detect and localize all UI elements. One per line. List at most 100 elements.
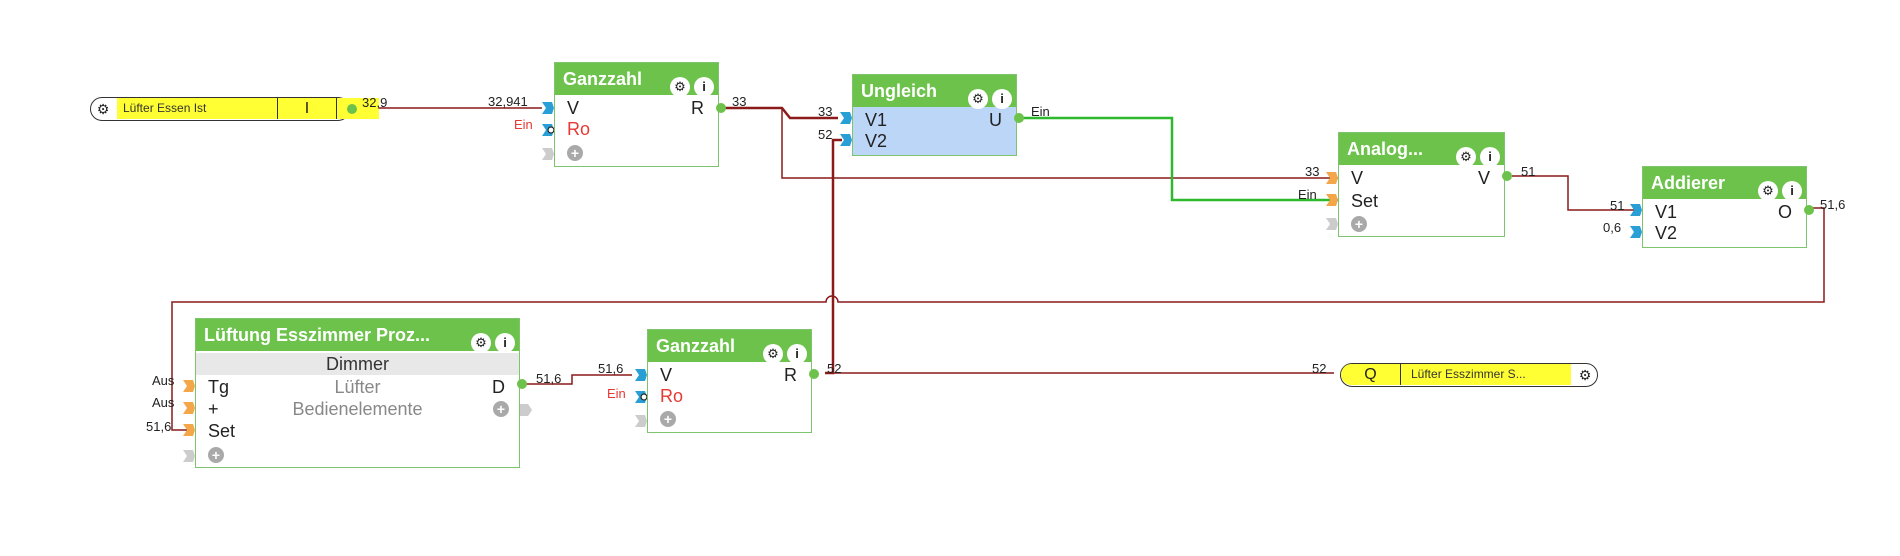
wire-addierer-to-lueftung-set: [171, 207, 1825, 431]
lueftung-output-pin-add[interactable]: [520, 404, 532, 416]
ganzzahl1-pin-v[interactable]: [542, 102, 554, 114]
wire-label-u-in-v2: 52: [818, 127, 833, 142]
wire-analog-to-addierer: [1512, 175, 1636, 211]
block-header[interactable]: Ganzzahl ⚙i: [648, 330, 811, 364]
input-ro: Ro: [660, 386, 684, 406]
wire-label-l-in-tg: Aus: [152, 373, 175, 388]
addierer-pin-v2[interactable]: [1630, 226, 1642, 238]
gear-icon[interactable]: ⚙: [763, 344, 783, 364]
info-icon[interactable]: i: [1782, 181, 1802, 201]
ganzzahl1-pin-ro[interactable]: [542, 124, 554, 136]
wire-label-g1-in-v: 32,941: [488, 94, 528, 109]
wire-label-a-in-v: 33: [1305, 164, 1320, 179]
input-v: V: [567, 98, 580, 118]
lueftung-pin-add[interactable]: [183, 450, 195, 462]
gear-icon[interactable]: ⚙: [96, 101, 110, 117]
ganzzahl1-pin-add[interactable]: [542, 148, 554, 160]
analog-pin-add[interactable]: [1326, 218, 1338, 230]
info-icon[interactable]: i: [992, 89, 1012, 109]
output-u: U: [989, 110, 1002, 130]
addierer-block[interactable]: Addierer ⚙i V1 V2 O: [1642, 166, 1807, 248]
block-header[interactable]: Addierer ⚙i: [1643, 167, 1806, 201]
info-icon[interactable]: i: [495, 333, 515, 353]
addierer-pin-v1[interactable]: [1630, 204, 1642, 216]
output-d: D: [492, 377, 505, 397]
ungleich-output-pin[interactable]: [1014, 113, 1024, 123]
ganzzahl2-output-pin[interactable]: [809, 369, 819, 379]
block-header[interactable]: Analog... ⚙i: [1339, 133, 1504, 167]
wire-label-ad-out: 51,6: [1820, 197, 1846, 212]
lueftung-pin-tg[interactable]: [183, 380, 195, 392]
ganzzahl1-output-pin[interactable]: [716, 103, 726, 113]
lueftung-esszimmer-block[interactable]: Lüftung Esszimmer Proz... ⚙i Dimmer Tg +…: [195, 318, 520, 468]
output-r: R: [691, 98, 704, 118]
lueftung-output-pin-d[interactable]: [517, 379, 527, 389]
lueftung-pin-set[interactable]: [183, 424, 195, 436]
knx-output-io: Q: [1341, 364, 1401, 385]
wire-label-l-in-plus: Aus: [152, 395, 175, 410]
block-title: Ganzzahl: [563, 69, 643, 89]
info-icon[interactable]: i: [787, 344, 807, 364]
info-line-2: Bedienelemente: [292, 399, 423, 419]
input-v2: V2: [865, 131, 888, 151]
analog-pin-set[interactable]: [1326, 194, 1338, 206]
lueftung-pin-plus[interactable]: [183, 402, 195, 414]
ungleich-block[interactable]: Ungleich ⚙i V1 V2 U: [852, 74, 1017, 156]
knx-input-object[interactable]: ⚙ Lüfter Essen Ist I: [90, 97, 379, 121]
add-input-icon[interactable]: +: [660, 411, 676, 427]
info-line-1: Lüfter: [334, 377, 381, 397]
add-input-icon[interactable]: +: [567, 145, 583, 161]
knx-output-label: Lüfter Esszimmer S...: [1401, 364, 1571, 385]
block-title: Ganzzahl: [656, 336, 736, 356]
addierer-output-pin[interactable]: [1804, 205, 1814, 215]
wire-label-a-out: 51: [1521, 164, 1536, 179]
output-r: R: [784, 365, 797, 385]
wire-label-l-out: 51,6: [536, 371, 562, 386]
block-title: Lüftung Esszimmer Proz...: [204, 325, 431, 345]
ungleich-pin-v1[interactable]: [840, 112, 852, 124]
add-output-icon[interactable]: +: [493, 401, 509, 417]
wire-label-q-in: 52: [1312, 361, 1327, 376]
input-plus: +: [208, 399, 219, 419]
analog-pin-v[interactable]: [1326, 172, 1338, 184]
ungleich-pin-v2[interactable]: [840, 134, 852, 146]
analog-block[interactable]: Analog... ⚙i V Set V +: [1338, 132, 1505, 237]
gear-icon[interactable]: ⚙: [1456, 147, 1476, 167]
block-title: Addierer: [1651, 173, 1726, 193]
analog-output-pin[interactable]: [1502, 171, 1512, 181]
ganzzahl-block-1[interactable]: Ganzzahl ⚙i V Ro R +: [554, 62, 719, 167]
info-icon[interactable]: i: [694, 77, 714, 97]
ganzzahl2-pin-v[interactable]: [635, 369, 647, 381]
ganzzahl-block-2[interactable]: Ganzzahl ⚙i V Ro R +: [647, 329, 812, 433]
gear-icon[interactable]: ⚙: [670, 77, 690, 97]
gear-icon[interactable]: ⚙: [968, 89, 988, 109]
ganzzahl2-pin-add[interactable]: [635, 415, 647, 427]
info-icon[interactable]: i: [1480, 147, 1500, 167]
block-title: Analog...: [1347, 139, 1423, 159]
knx-input-label: Lüfter Essen Ist: [117, 98, 379, 119]
wire-label-u-in-v1: 33: [818, 104, 833, 119]
knx-output-object[interactable]: Q Lüfter Esszimmer S... ⚙: [1340, 363, 1598, 387]
knx-input-output-pin[interactable]: [347, 104, 357, 114]
wire-label-u-out: Ein: [1031, 104, 1050, 119]
gear-icon[interactable]: ⚙: [471, 333, 491, 353]
input-ro: Ro: [567, 119, 591, 139]
wire-label-ad-in-v1: 51: [1610, 198, 1625, 213]
output-v: V: [1477, 168, 1490, 188]
block-header[interactable]: Ganzzahl ⚙i: [555, 63, 718, 97]
input-tg: Tg: [208, 377, 230, 397]
output-o: O: [1777, 202, 1792, 222]
wire-label-a-in-set: Ein: [1298, 187, 1317, 202]
block-header[interactable]: Lüftung Esszimmer Proz... ⚙i: [196, 319, 519, 353]
block-header[interactable]: Ungleich ⚙i: [853, 75, 1016, 109]
wire-label-g2-in-v: 51,6: [598, 361, 624, 376]
ganzzahl2-pin-ro[interactable]: [635, 391, 647, 403]
add-input-icon[interactable]: +: [208, 447, 224, 463]
gear-icon[interactable]: ⚙: [1578, 367, 1592, 383]
input-v1: V1: [865, 110, 888, 130]
input-set: Set: [1351, 191, 1379, 211]
gear-icon[interactable]: ⚙: [1758, 181, 1778, 201]
wire-ganzzahl1-to-ungleich-v1: [724, 106, 838, 120]
add-input-icon[interactable]: +: [1351, 216, 1367, 232]
